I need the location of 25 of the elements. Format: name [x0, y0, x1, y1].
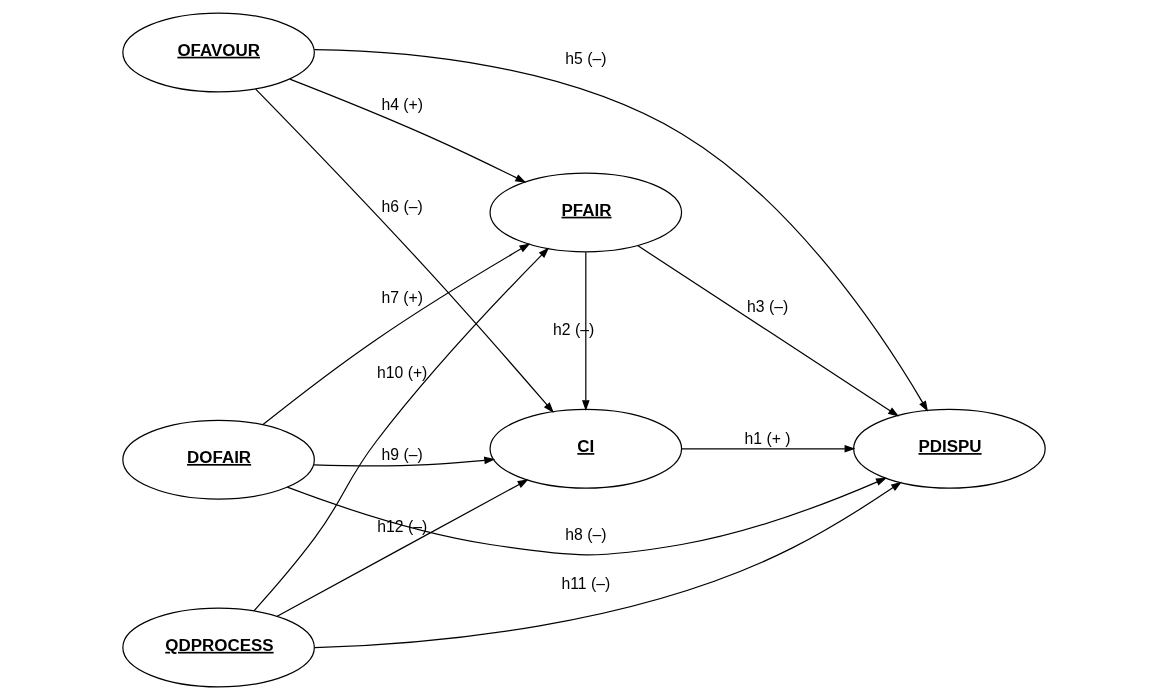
edge-label: h9 (–): [381, 446, 423, 464]
arrow: [261, 243, 530, 426]
edge-label: h6 (–): [381, 197, 423, 215]
arrow: [254, 88, 554, 413]
edge-label: h11 (–): [560, 574, 610, 592]
arrow: [252, 247, 549, 612]
edge-label: h4 (+): [380, 95, 423, 113]
edge-label: h1 (+ ): [744, 430, 791, 448]
edge-label: h8 (–): [564, 526, 606, 544]
arrow: [313, 481, 902, 649]
arrow: [312, 456, 495, 467]
edge-label: h5 (–): [564, 49, 606, 67]
edge-label: h3 (–): [746, 298, 788, 316]
arrow: [313, 49, 928, 412]
edge-label: h7 (+): [380, 288, 423, 306]
arrow: [286, 477, 887, 556]
arrow: [581, 251, 590, 412]
arrow: [276, 479, 529, 617]
node-ellipse: QDPROCESS: [121, 607, 315, 688]
node-ellipse: DOFAIR: [121, 419, 315, 500]
arrow: [636, 245, 899, 417]
edge-label: h10 (+): [376, 363, 427, 381]
arrow: [680, 444, 855, 453]
arrow: [288, 78, 526, 183]
node-ellipse: OFAVOUR: [121, 12, 315, 93]
